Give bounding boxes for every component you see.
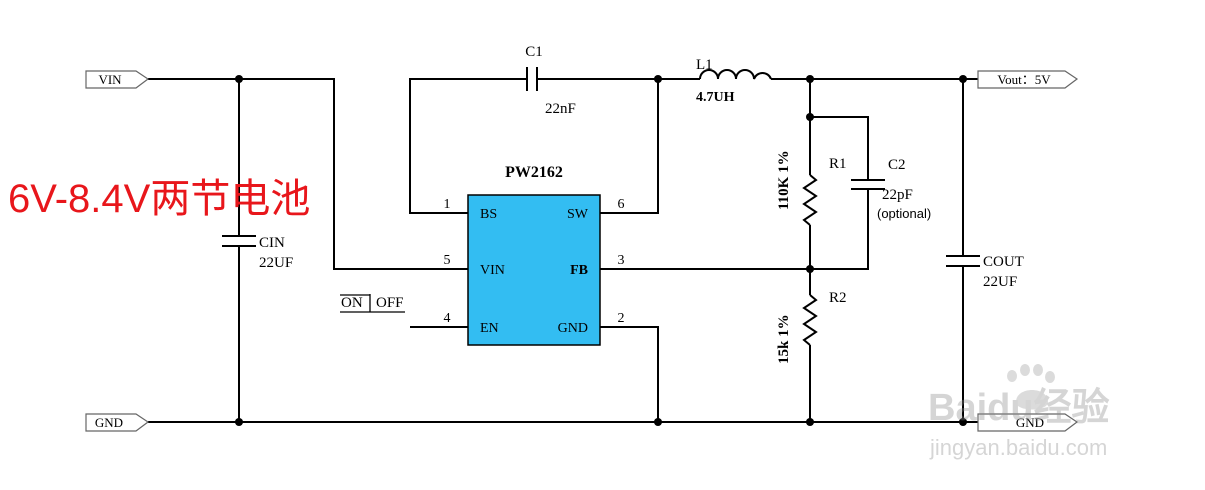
pin-fb-number: 3 <box>618 253 625 268</box>
switch-symbol <box>340 294 405 313</box>
port-shape <box>977 70 1079 89</box>
cout-name: COUT <box>983 254 1024 270</box>
battery-annotation: 6V-8.4V两节电池 <box>8 177 310 221</box>
port-shape <box>85 413 150 432</box>
wire-gnd-pin <box>600 326 659 422</box>
wire-c2-top <box>810 116 869 180</box>
pin-sw-number: 6 <box>618 197 625 212</box>
capacitor-c2: C2 22pF (optional) <box>851 157 931 221</box>
pin-fb-label: FB <box>570 263 588 278</box>
junction-dot <box>959 75 967 83</box>
pin-gnd-number: 2 <box>618 311 625 326</box>
r2-name: R2 <box>829 290 847 306</box>
junction-dot <box>806 75 814 83</box>
vout-port-label: Vout：5V <box>997 72 1051 87</box>
vout-port: Vout：5V <box>977 70 1079 89</box>
vin-port-label: VIN <box>98 72 122 87</box>
c2-value: 22pF <box>882 187 913 203</box>
pin-bs-number: 1 <box>444 197 451 212</box>
cin-value: 22UF <box>259 255 293 271</box>
junctions <box>235 75 967 426</box>
junction-dot <box>959 418 967 426</box>
gnd-port-right: GND <box>977 413 1079 432</box>
pin-vin-number: 5 <box>444 253 451 268</box>
gnd-port-left: GND <box>85 413 150 432</box>
inductor-coil <box>699 69 772 80</box>
ic-pw2162: PW2162 BS VIN EN SW FB GND 1 5 4 6 3 2 <box>444 164 625 346</box>
pin-en-number: 4 <box>444 311 451 326</box>
resistor-r1: R1 110K 1% <box>776 150 847 226</box>
en-switch: ON OFF <box>340 294 405 313</box>
wire-vin-rail <box>148 78 468 270</box>
pin-vin-label: VIN <box>480 263 505 278</box>
l1-name: L1 <box>696 57 713 73</box>
watermark-url: jingyan.baidu.com <box>929 435 1107 460</box>
junction-dot <box>806 418 814 426</box>
capacitor-c1: C1 22nF <box>525 44 576 117</box>
c2-name: C2 <box>888 157 906 173</box>
pin-gnd-label: GND <box>558 321 588 336</box>
wire-bs-c1 <box>409 78 527 214</box>
paw-logo-icon <box>1007 364 1055 410</box>
switch-off-label: OFF <box>376 295 404 311</box>
junction-dot <box>235 418 243 426</box>
r1-name: R1 <box>829 156 847 172</box>
c1-value: 22nF <box>545 101 576 117</box>
watermark-brand: Baidu经验 <box>928 387 1110 429</box>
ic-body <box>467 194 601 346</box>
switch-on-label: ON <box>341 295 363 311</box>
gnd-port-right-label: GND <box>1016 415 1044 430</box>
port-shape <box>85 70 150 89</box>
resistor-zigzag <box>802 174 818 226</box>
c2-note: (optional) <box>877 206 931 221</box>
junction-dot <box>806 113 814 121</box>
c1-name: C1 <box>525 44 543 60</box>
port-shape <box>977 413 1079 432</box>
pin-en-label: EN <box>480 321 499 336</box>
gnd-port-left-label: GND <box>95 415 123 430</box>
wire-c2-bottom <box>600 189 869 270</box>
l1-value: 4.7UH <box>696 90 735 105</box>
cout-value: 22UF <box>983 274 1017 290</box>
resistor-r2: R2 15k 1% <box>776 290 847 364</box>
ic-name: PW2162 <box>505 164 563 181</box>
vin-port: VIN <box>85 70 150 89</box>
capacitor-cout: COUT 22UF <box>946 254 1024 290</box>
junction-dot <box>654 75 662 83</box>
wires <box>148 78 978 423</box>
watermark: Baidu经验 jingyan.baidu.com <box>928 364 1110 460</box>
wire-sw <box>600 79 659 214</box>
r1-value: 110K 1% <box>776 150 792 210</box>
cin-name: CIN <box>259 235 285 251</box>
r2-value: 15k 1% <box>776 314 792 364</box>
junction-dot <box>654 418 662 426</box>
junction-dot <box>235 75 243 83</box>
inductor-l1: L1 4.7UH <box>696 57 772 105</box>
pin-bs-label: BS <box>480 207 497 222</box>
capacitor-cin: CIN 22UF <box>222 235 293 271</box>
pin-sw-label: SW <box>567 207 589 222</box>
junction-dot <box>806 265 814 273</box>
resistor-zigzag <box>802 294 818 346</box>
